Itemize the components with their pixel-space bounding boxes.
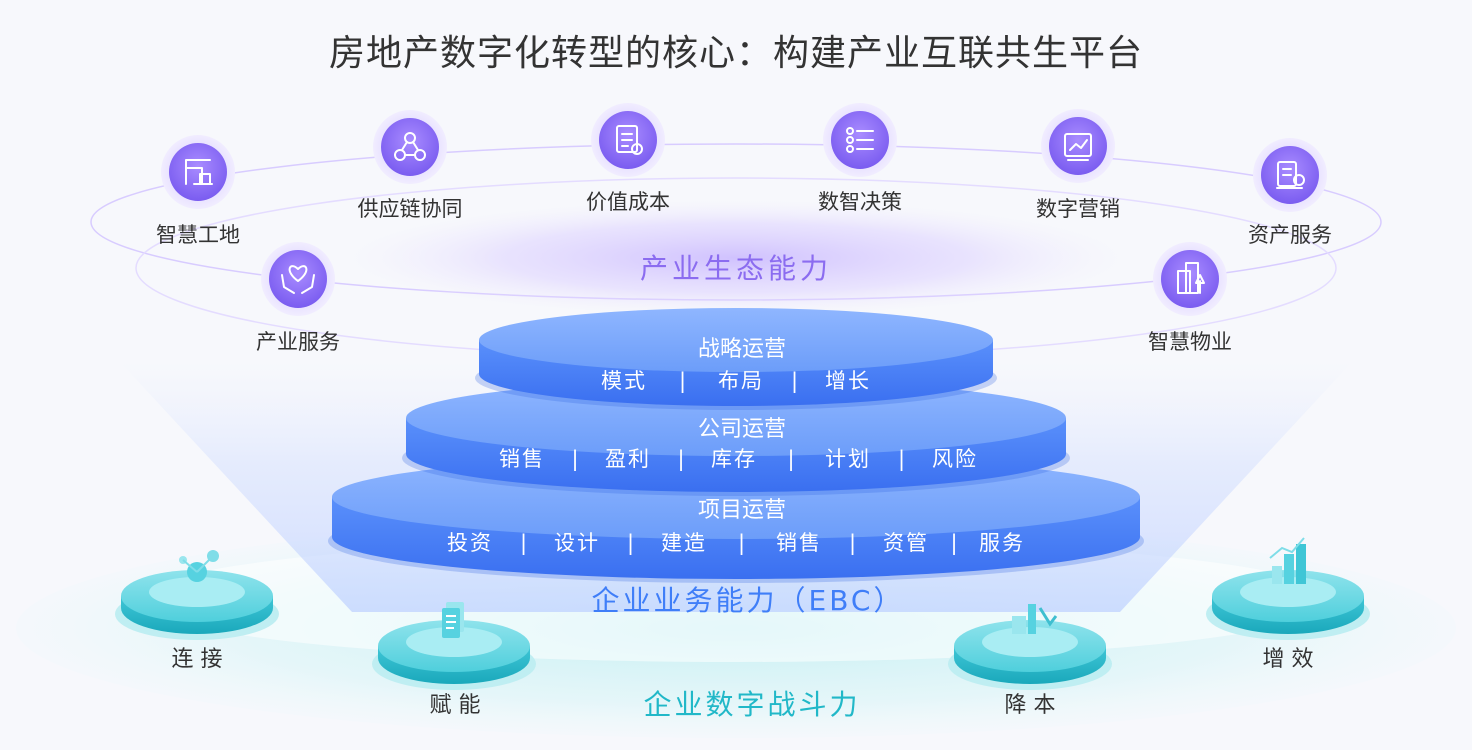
tier-title: 公司运营 xyxy=(698,417,786,442)
asset-settings-icon xyxy=(1276,161,1305,189)
tier-separator: | xyxy=(520,531,527,556)
combat-pillar: 增 效 xyxy=(1206,537,1370,672)
pillar-inner xyxy=(149,577,245,607)
tier-separator: | xyxy=(787,447,794,472)
ecosystem-node-label: 价值成本 xyxy=(586,190,670,214)
combat-pillar: 连 接 xyxy=(115,550,279,672)
tier-separator: | xyxy=(849,531,856,556)
tier-separator: | xyxy=(677,447,684,472)
combat-pillar: 降 本 xyxy=(948,604,1112,718)
cost-document-icon xyxy=(616,125,643,155)
tier-item: 模式 xyxy=(601,369,647,393)
ecosystem-node: 价值成本 xyxy=(586,103,670,214)
tier-item: 服务 xyxy=(979,531,1025,555)
combat-pillar-label: 赋 能 xyxy=(430,693,481,718)
buildings-growth-icon xyxy=(1269,537,1306,584)
tier-item: 资管 xyxy=(883,531,929,555)
tier-item: 设计 xyxy=(554,531,600,555)
trend-chart-icon xyxy=(1064,133,1092,161)
node-circle xyxy=(381,118,439,176)
ecosystem-node-label: 智慧物业 xyxy=(1148,330,1232,354)
network-icon xyxy=(394,132,426,161)
ecosystem-node: 资产服务 xyxy=(1248,138,1332,247)
tier-item: 增长 xyxy=(825,369,871,393)
tier-separator: | xyxy=(571,447,578,472)
tier-top xyxy=(406,380,1066,456)
ecosystem-node-label: 数智决策 xyxy=(818,190,902,214)
decision-list-icon xyxy=(846,127,874,153)
tier-title: 战略运营 xyxy=(698,337,786,362)
ecosystem-node-label: 产业服务 xyxy=(256,330,340,354)
combat-label: 企业数字战斗力 xyxy=(643,688,860,721)
page-title: 房地产数字化转型的核心：构建产业互联共生平台 xyxy=(328,33,1143,74)
combat-pillar: 赋 能 xyxy=(372,602,536,718)
ecosystem-node-label: 供应链协同 xyxy=(358,197,463,221)
tier-separator: | xyxy=(898,447,905,472)
crane-icon xyxy=(185,159,213,185)
document-stack-icon xyxy=(442,602,464,638)
ecosystem-node: 数字营销 xyxy=(1036,109,1120,221)
pillar-inner xyxy=(406,627,502,657)
ecosystem-node-label: 资产服务 xyxy=(1248,223,1332,247)
node-circle xyxy=(269,250,327,308)
ecosystem-glow xyxy=(346,200,1126,316)
tier-separator: | xyxy=(791,369,798,394)
tier-item: 布局 xyxy=(718,369,764,393)
ecosystem-node: 供应链协同 xyxy=(358,110,463,221)
tier-separator: | xyxy=(679,369,686,394)
tier-item: 风险 xyxy=(932,447,978,471)
tier-item: 库存 xyxy=(711,447,757,471)
ecosystem-node: 产业服务 xyxy=(256,242,340,354)
molecule-icon xyxy=(179,550,219,582)
tier-item: 销售 xyxy=(499,447,545,471)
ecosystem-node: 智慧物业 xyxy=(1148,242,1232,354)
tier-item: 建造 xyxy=(661,531,707,555)
tier-item: 销售 xyxy=(776,531,822,555)
combat-pillar-label: 连 接 xyxy=(172,647,223,672)
combat-pillars: 连 接赋 能 降 本 增 效 xyxy=(115,537,1370,718)
tier-separator: | xyxy=(738,531,745,556)
ecosystem-label: 产业生态能力 xyxy=(640,252,832,285)
tier-top xyxy=(479,308,993,372)
ecosystem-node: 智慧工地 xyxy=(156,135,240,247)
combat-pillar-label: 增 效 xyxy=(1263,647,1314,672)
ebc-label: 企业业务能力（EBC） xyxy=(592,584,905,617)
tier-item: 计划 xyxy=(825,447,871,471)
tier-separator: | xyxy=(627,531,634,556)
combat-pillar-label: 降 本 xyxy=(1005,693,1056,718)
tier-item: 投资 xyxy=(447,531,493,555)
heart-hand-icon xyxy=(281,265,315,294)
pillar-inner xyxy=(1240,577,1336,607)
property-building-icon xyxy=(1177,262,1205,294)
pillar-inner xyxy=(982,627,1078,657)
decrease-arrow-icon xyxy=(1012,604,1058,634)
ecosystem-node: 数智决策 xyxy=(818,103,902,214)
tier-title: 项目运营 xyxy=(698,498,786,523)
tier-separator: | xyxy=(950,531,957,556)
ecosystem-node-label: 数字营销 xyxy=(1036,197,1120,221)
tier-item: 盈利 xyxy=(605,447,651,471)
node-circle xyxy=(169,143,227,201)
ecosystem-node-label: 智慧工地 xyxy=(156,223,240,247)
